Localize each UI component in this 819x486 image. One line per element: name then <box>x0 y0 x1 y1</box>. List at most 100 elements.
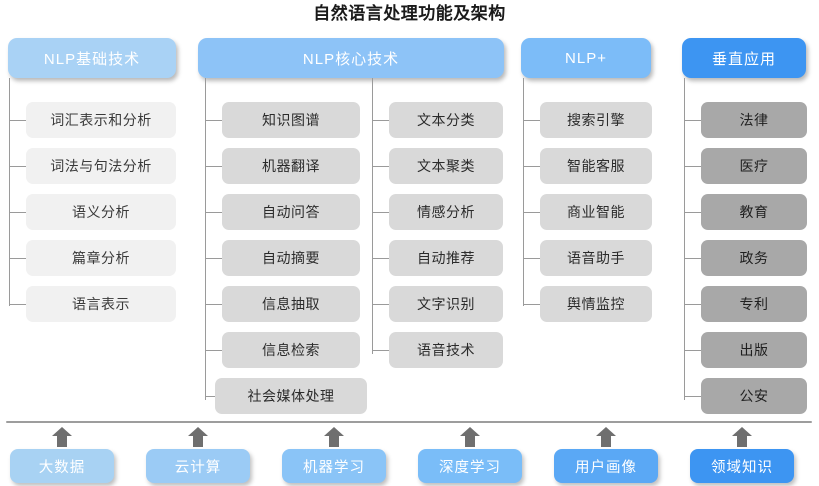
node-item[interactable]: 文字识别 <box>389 286 503 322</box>
node-label: 商业智能 <box>567 204 625 220</box>
foundation-divider <box>6 421 812 423</box>
foundation-item-deep-learning[interactable]: 深度学习 <box>418 449 522 483</box>
connector-stub <box>372 304 389 305</box>
connector-stub <box>9 258 26 259</box>
node-item[interactable]: 词汇表示和分析 <box>26 102 176 138</box>
node-item[interactable]: 信息检索 <box>222 332 360 368</box>
foundation-label: 云计算 <box>174 459 222 476</box>
column-header-label: NLP核心技术 <box>302 50 400 68</box>
node-label: 语音技术 <box>417 342 475 358</box>
foundation-label: 大数据 <box>38 459 86 476</box>
node-item[interactable]: 公安 <box>701 378 807 414</box>
connector-stub <box>372 120 389 121</box>
connector-stub <box>372 350 389 351</box>
node-item[interactable]: 社会媒体处理 <box>215 378 367 414</box>
connector-stub <box>9 166 26 167</box>
connector-stub <box>684 304 701 305</box>
connector-trunk-nlp-plus <box>523 78 524 306</box>
connector-trunk-nlp-core-a <box>205 78 206 400</box>
connector-stub <box>9 120 26 121</box>
node-item[interactable]: 医疗 <box>701 148 807 184</box>
node-label: 机器翻译 <box>262 158 320 174</box>
foundation-item-user-profile[interactable]: 用户画像 <box>554 449 658 483</box>
node-item[interactable]: 政务 <box>701 240 807 276</box>
connector-stub <box>523 304 540 305</box>
node-label: 篇章分析 <box>72 250 130 266</box>
node-item[interactable]: 机器翻译 <box>222 148 360 184</box>
foundation-item-big-data[interactable]: 大数据 <box>10 449 114 483</box>
node-label: 公安 <box>739 388 769 404</box>
node-label: 语言表示 <box>72 296 130 312</box>
node-label: 情感分析 <box>417 204 475 220</box>
connector-trunk-nlp-basic <box>9 78 10 306</box>
up-arrow-icon <box>324 427 344 447</box>
connector-stub <box>9 304 26 305</box>
node-item[interactable]: 商业智能 <box>540 194 652 230</box>
column-header-vertical-apps[interactable]: 垂直应用 <box>682 38 806 78</box>
connector-stub <box>205 120 222 121</box>
node-item[interactable]: 舆情监控 <box>540 286 652 322</box>
node-item[interactable]: 语音助手 <box>540 240 652 276</box>
column-header-nlp-core[interactable]: NLP核心技术 <box>198 38 504 78</box>
node-item[interactable]: 法律 <box>701 102 807 138</box>
connector-stub <box>684 166 701 167</box>
node-label: 自动推荐 <box>417 250 475 266</box>
column-header-nlp-basic[interactable]: NLP基础技术 <box>8 38 176 78</box>
node-item[interactable]: 教育 <box>701 194 807 230</box>
connector-stub <box>372 258 389 259</box>
connector-stub <box>205 258 222 259</box>
node-item[interactable]: 词法与句法分析 <box>26 148 176 184</box>
node-item[interactable]: 搜索引擎 <box>540 102 652 138</box>
node-label: 搜索引擎 <box>567 112 625 128</box>
node-item[interactable]: 文本分类 <box>389 102 503 138</box>
node-item[interactable]: 情感分析 <box>389 194 503 230</box>
node-label: 智能客服 <box>567 158 625 174</box>
connector-stub <box>684 212 701 213</box>
connector-stub <box>205 396 222 397</box>
node-item[interactable]: 智能客服 <box>540 148 652 184</box>
node-label: 教育 <box>739 204 769 220</box>
node-label: 出版 <box>739 342 769 358</box>
page-title: 自然语言处理功能及架构 <box>313 4 506 23</box>
node-item[interactable]: 信息抽取 <box>222 286 360 322</box>
node-item[interactable]: 语音技术 <box>389 332 503 368</box>
foundation-label: 深度学习 <box>439 459 501 476</box>
node-item[interactable]: 语言表示 <box>26 286 176 322</box>
node-item[interactable]: 语义分析 <box>26 194 176 230</box>
connector-stub <box>205 350 222 351</box>
node-item[interactable]: 专利 <box>701 286 807 322</box>
node-label: 信息抽取 <box>262 296 320 312</box>
node-item[interactable]: 篇章分析 <box>26 240 176 276</box>
node-label: 政务 <box>739 250 769 266</box>
column-header-label: NLP基础技术 <box>43 50 141 68</box>
node-label: 舆情监控 <box>567 296 625 312</box>
node-item[interactable]: 自动推荐 <box>389 240 503 276</box>
node-item[interactable]: 知识图谱 <box>222 102 360 138</box>
connector-stub <box>684 350 701 351</box>
connector-stub <box>523 166 540 167</box>
foundation-item-machine-learning[interactable]: 机器学习 <box>282 449 386 483</box>
connector-stub <box>684 120 701 121</box>
node-label: 知识图谱 <box>262 112 320 128</box>
connector-stub <box>205 212 222 213</box>
node-label: 语义分析 <box>72 204 130 220</box>
node-item[interactable]: 出版 <box>701 332 807 368</box>
node-label: 信息检索 <box>262 342 320 358</box>
column-header-nlp-plus[interactable]: NLP+ <box>521 38 651 78</box>
node-label: 社会媒体处理 <box>247 388 335 404</box>
connector-stub <box>205 166 222 167</box>
connector-stub <box>523 212 540 213</box>
node-label: 文字识别 <box>417 296 475 312</box>
foundation-label: 领域知识 <box>711 459 773 476</box>
node-label: 自动问答 <box>262 204 320 220</box>
connector-stub <box>372 212 389 213</box>
node-label: 自动摘要 <box>262 250 320 266</box>
node-label: 文本聚类 <box>417 158 475 174</box>
node-item[interactable]: 文本聚类 <box>389 148 503 184</box>
node-item[interactable]: 自动问答 <box>222 194 360 230</box>
node-item[interactable]: 自动摘要 <box>222 240 360 276</box>
foundation-item-cloud-computing[interactable]: 云计算 <box>146 449 250 483</box>
foundation-item-domain-knowledge[interactable]: 领域知识 <box>690 449 794 483</box>
node-label: 法律 <box>739 112 769 128</box>
